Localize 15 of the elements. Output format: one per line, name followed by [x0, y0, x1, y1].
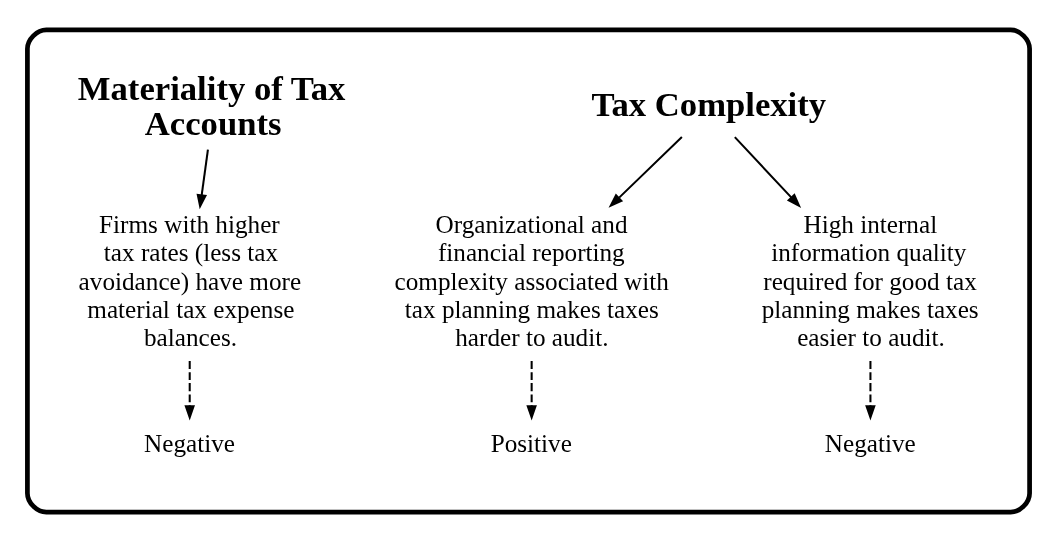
node-text: Materiality of Tax Accounts [77, 69, 346, 142]
node-text: Tax Complexity [591, 84, 827, 123]
node-text: Positive [490, 429, 572, 457]
arrow [865, 361, 876, 421]
cluster [25, 27, 1032, 515]
arrow [608, 136, 683, 208]
node-text: Firms with higher tax rates (less tax avoidance) have more material tax expense balances. [78, 210, 302, 352]
node-text: Negative [824, 429, 916, 457]
node-text: Organizational and financial reporting complexity associated with tax planning makes taxes harder to audit. [394, 210, 669, 352]
arrow [526, 361, 537, 421]
node-text: Negative [144, 429, 235, 457]
arrow [734, 136, 802, 208]
arrow [196, 149, 209, 210]
node-text: High internal information quality required for good tax planning makes taxes easier to audit. [761, 210, 979, 352]
arrow [184, 361, 195, 421]
